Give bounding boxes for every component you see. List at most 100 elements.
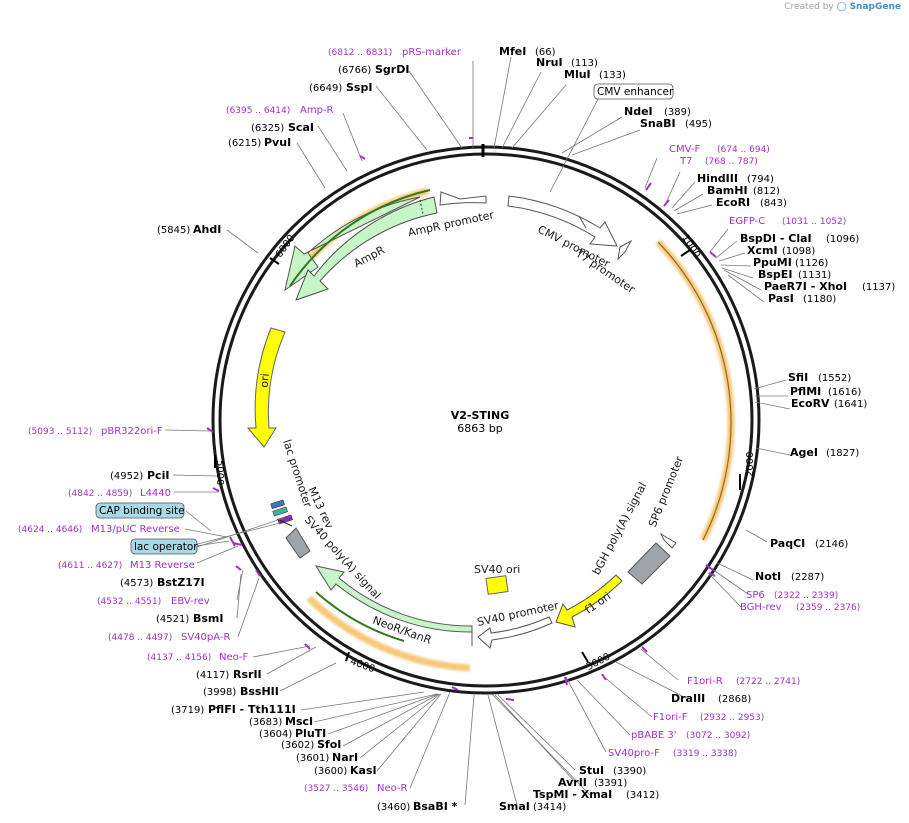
enzyme-labels: MfeI (66) NruI (113) MluI (133) NdeI (38… — [110, 45, 895, 813]
enzyme-tspmi-pos: (3412) — [626, 790, 659, 801]
enzyme-bsshii-pos: (3998) — [203, 687, 236, 698]
lac-operator-label: lac operator — [134, 541, 198, 553]
enzyme-nari-pos: (3601) — [296, 753, 329, 764]
enzyme-pasi: PasI — [768, 292, 794, 305]
enzyme-snabi: SnaBI — [640, 117, 676, 130]
enzyme-ecori: EcoRI — [716, 196, 750, 209]
primer-ebv-rev: EBV-rev — [171, 596, 210, 607]
primer-neo-f: Neo-F — [219, 652, 249, 663]
feature-m13-rev — [277, 514, 293, 525]
enzyme-bsmi: BsmI — [193, 612, 224, 625]
enzyme-pflfi-pos: (3719) — [171, 705, 204, 716]
enzyme-stui: StuI — [579, 764, 604, 777]
enzyme-bstz17i-pos: (4573) — [120, 578, 153, 589]
primer-pbabe-3: pBABE 3' — [631, 730, 677, 741]
primer-egfp-c: EGFP-C — [729, 216, 765, 227]
enzyme-sgrdi: SgrDI — [375, 63, 409, 76]
primer-l4440: L4440 — [140, 488, 171, 499]
enzyme-rsrii: RsrII — [233, 668, 262, 681]
enzyme-bsshii: BssHII — [240, 685, 279, 698]
enzyme-sfii-pos: (1552) — [818, 373, 851, 384]
primer-amp-r-range: (6395 .. 6414) — [226, 106, 290, 116]
enzyme-mfei: MfeI — [499, 45, 526, 58]
lac-operator-box — [130, 538, 198, 555]
feature-sp6-promoter — [659, 532, 677, 549]
enzyme-hindiii-pos: (794) — [747, 174, 774, 185]
feature-ampr — [295, 196, 438, 301]
primer-neo-r: Neo-R — [377, 783, 408, 794]
enzyme-agei-pos: (1827) — [826, 448, 859, 459]
enzyme-bsabi: BsaBI * — [413, 800, 458, 813]
primer-m13puc-reverse: M13/pUC Reverse — [91, 524, 180, 535]
enzyme-paqci: PaqCI — [770, 537, 805, 550]
enzyme-pvui-pos: (6215) — [228, 138, 261, 149]
feature-ampr-arrow — [284, 196, 421, 292]
plasmid-name: V2-STING — [451, 409, 510, 422]
credit-prefix: Created by — [784, 2, 834, 12]
enzyme-sfoi-pos: (3602) — [281, 740, 314, 751]
feature-cap-site — [270, 499, 285, 510]
enzyme-ecorv: EcoRV — [791, 397, 830, 410]
primer-neo-r-range: (3527 .. 3546) — [304, 784, 368, 794]
enzyme-nari: NarI — [332, 751, 358, 764]
feature-neor-kanr — [314, 565, 473, 646]
primer-sv40pro-f-range: (3319 .. 3338) — [673, 749, 737, 759]
enzyme-kasi-pos: (3600) — [314, 766, 347, 777]
enzyme-pcii: PciI — [147, 469, 169, 482]
primer-prs-marker-range: (6812 .. 6831) — [328, 48, 392, 58]
enzyme-mfei-pos: (66) — [535, 47, 556, 58]
enzyme-bamhi: BamHI — [707, 184, 748, 197]
primer-t7: T7 — [679, 156, 692, 167]
feature-cmv-promoter — [507, 195, 618, 247]
primer-ebv-rev-range: (4532 .. 4551) — [97, 597, 161, 607]
primer-f1ori-r-range: (2722 .. 2741) — [736, 677, 800, 687]
primer-f1ori-r: F1ori-R — [687, 676, 723, 687]
enzyme-smai: SmaI — [499, 800, 530, 813]
enzyme-xcmi: XcmI — [747, 244, 778, 257]
primer-cmv-f-range: (674 .. 694) — [717, 145, 770, 155]
enzyme-bspei-pos: (1131) — [798, 270, 831, 281]
primer-pbr322ori-f: pBR322ori-F — [101, 426, 163, 437]
primer-prs-marker: pRS-marker — [402, 47, 462, 58]
enzyme-draiii: DraIII — [671, 692, 705, 705]
enzyme-sspi: SspI — [346, 81, 372, 94]
primer-m13-reverse-range: (4611 .. 4627) — [58, 561, 122, 571]
enzyme-sspi-pos: (6649) — [309, 83, 342, 94]
feature-ampr-promoter — [439, 191, 487, 206]
primer-pbabe-3-range: (3072 .. 3092) — [686, 731, 750, 741]
enzyme-sfii: SfiI — [788, 371, 808, 384]
primer-f1ori-f-range: (2932 .. 2953) — [700, 713, 764, 723]
enzyme-pcii-pos: (4952) — [110, 471, 143, 482]
enzyme-nrui: NruI — [536, 56, 563, 69]
enzyme-ppumi: PpuMI — [753, 256, 792, 269]
primer-egfp-c-range: (1031 .. 1052) — [782, 217, 846, 227]
feature-lac-operator — [272, 506, 288, 517]
snapgene-logo-icon: ◯ — [836, 2, 847, 12]
cap-binding-site-box — [95, 502, 185, 519]
feature-sv40-polya — [285, 527, 311, 559]
enzyme-noti-pos: (2287) — [791, 572, 824, 583]
primer-m13puc-reverse-range: (4624 .. 4646) — [18, 525, 82, 535]
enzyme-snabi-pos: (495) — [685, 119, 712, 130]
enzyme-stui-pos: (3390) — [613, 766, 646, 777]
enzyme-ahdi: AhdI — [193, 223, 221, 236]
enzyme-nrui-pos: (113) — [571, 58, 598, 69]
enzyme-msci-pos: (3683) — [249, 717, 282, 728]
enzyme-paer7i-pos: (1137) — [862, 282, 895, 293]
primer-sp6-range: (2322 .. 2339) — [774, 591, 838, 601]
backbone-outer-ring — [211, 145, 761, 695]
plasmid-length: 6863 bp — [457, 422, 502, 435]
feature-t7-promoter — [617, 239, 633, 261]
enzyme-scai: ScaI — [288, 121, 314, 134]
primer-m13-reverse: M13 Reverse — [130, 560, 195, 571]
enzyme-hindiii: HindIII — [697, 172, 738, 185]
enzyme-agei: AgeI — [790, 446, 818, 459]
enzyme-ecorv-pos: (1641) — [834, 399, 867, 410]
enzyme-bsabi-pos: (3460) — [377, 802, 410, 813]
enzyme-xcmi-pos: (1098) — [782, 246, 815, 257]
enzyme-draiii-pos: (2868) — [718, 694, 751, 705]
enzyme-scai-pos: (6325) — [251, 123, 284, 134]
label-sv40-ori: SV40 ori — [474, 563, 520, 576]
enzyme-bsmi-pos: (4521) — [156, 614, 189, 625]
